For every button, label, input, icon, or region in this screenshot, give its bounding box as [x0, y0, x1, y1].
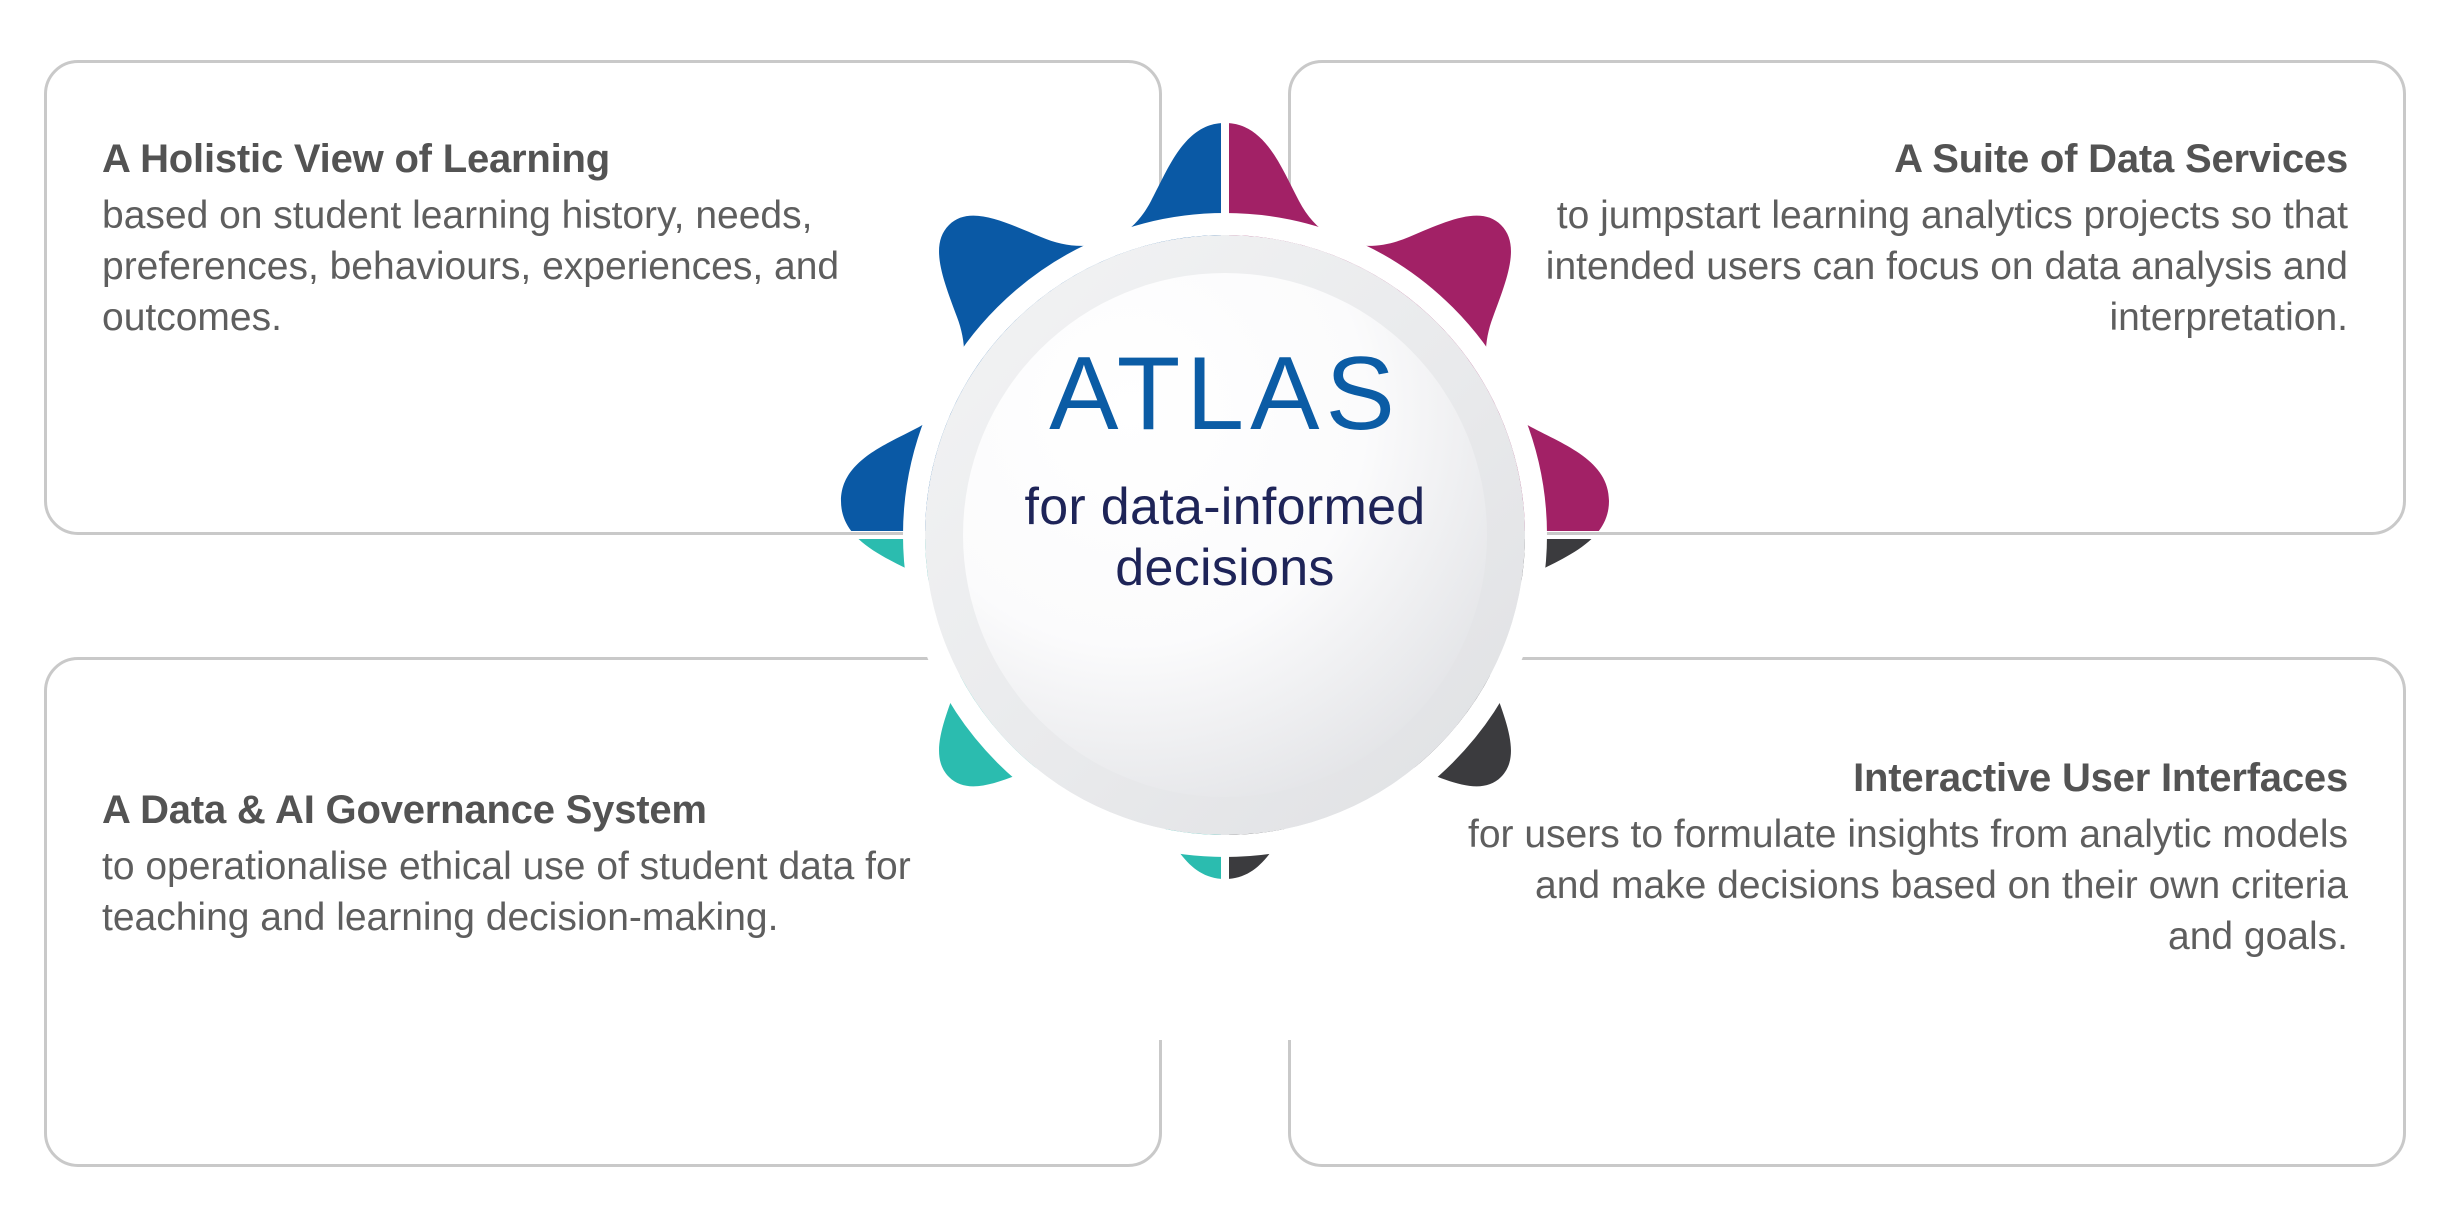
- card-content: A Holistic View of Learning based on stu…: [102, 136, 982, 343]
- ring-inner-gap: [903, 213, 1547, 857]
- card-content: A Suite of Data Services to jumpstart le…: [1468, 136, 2348, 343]
- card-title: A Data & AI Governance System: [102, 788, 707, 832]
- card-body: based on student learning history, needs…: [102, 194, 840, 339]
- card-content: Interactive User Interfaces for users to…: [1468, 755, 2348, 962]
- card-title: A Suite of Data Services: [1894, 137, 2348, 181]
- card-title: A Holistic View of Learning: [102, 137, 611, 181]
- card-body: to operationalise ethical use of student…: [102, 845, 911, 939]
- inner-disc-top: [963, 273, 1487, 797]
- card-body: for users to formulate insights from ana…: [1468, 813, 2349, 958]
- card-title: Interactive User Interfaces: [1853, 756, 2348, 800]
- card-body: to jumpstart learning analytics projects…: [1545, 194, 2348, 339]
- atlas-wheel: ATLAS for data-informed decisions: [795, 105, 1655, 965]
- card-content: A Data & AI Governance System to operati…: [102, 787, 982, 944]
